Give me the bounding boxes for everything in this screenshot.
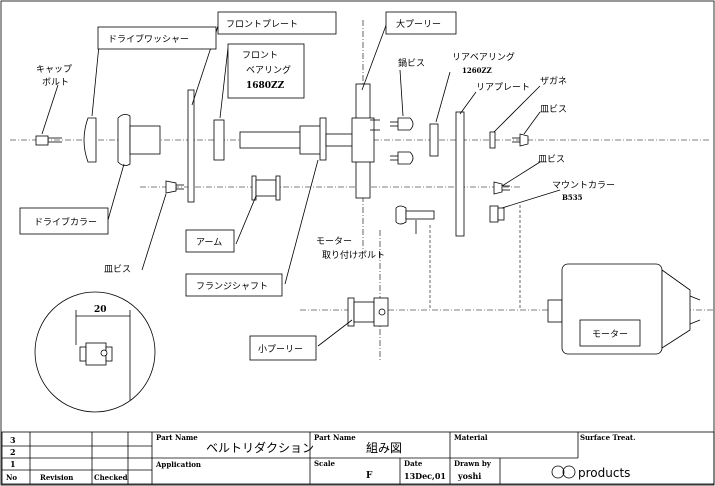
mount-collar-label-2: B535 <box>562 193 583 202</box>
leader-lines <box>41 19 561 347</box>
countersunk-label-2: 皿ビス <box>538 154 565 165</box>
no-label: No <box>6 473 17 482</box>
part-name-value-2: 組み図 <box>366 441 402 455</box>
surface-treat-label: Surface Treat. <box>580 433 636 442</box>
pan-screw-part-lower <box>390 151 414 165</box>
logo: products <box>551 465 630 480</box>
pan-screw-label: 鍋ビス <box>398 57 425 69</box>
rear-bearing-label-2: 1260ZZ <box>462 66 492 75</box>
rear-bearing-label-1: リアベアリング <box>452 51 515 63</box>
mount-collar-label-1: マウントカラー <box>552 180 615 191</box>
drive-washer-part <box>83 117 97 163</box>
cap-bolt-label-1: キャップ <box>36 64 72 75</box>
front-bearing-part <box>213 119 225 161</box>
small-pulley-callout-box <box>249 335 317 361</box>
application-label: Application <box>155 460 201 469</box>
front-plate-callout-box <box>217 11 337 35</box>
large-pulley-label: 大プーリー <box>396 18 441 30</box>
flange-shaft-callout-box <box>185 273 283 297</box>
logo-circle-icon <box>562 465 576 479</box>
logo-text: products <box>578 466 630 480</box>
countersunk-screw-part-left <box>165 180 184 194</box>
scale-value: F <box>366 471 373 481</box>
cap-bolt-label-2: ボルト <box>42 77 69 88</box>
large-pulley-part <box>351 83 380 199</box>
checked-label: Checked <box>94 473 128 482</box>
scale-label: Scale <box>314 459 336 468</box>
revision-number-2: 2 <box>10 447 16 457</box>
drawn-by-value: yoshi <box>457 471 481 481</box>
motor-label: モーター <box>592 329 628 340</box>
rear-bearing-part <box>429 123 439 157</box>
flange-shaft-label: フランジシャフト <box>196 281 268 292</box>
mount-collar-part <box>489 205 505 223</box>
countersunk-label-3: 皿ビス <box>104 264 131 275</box>
front-bearing-label-2: ベアリング <box>246 64 291 76</box>
material-label: Material <box>454 433 488 442</box>
front-bearing-callout-box <box>227 43 305 99</box>
countersunk-label-1: 皿ビス <box>540 104 567 115</box>
front-plate-label: フロントプレート <box>226 19 298 30</box>
part-name-label-1: Part Name <box>156 433 198 442</box>
motor-bolt-part <box>395 205 435 225</box>
front-plate-part <box>187 89 195 203</box>
motor-bolt-label-2: 取り付けボルト <box>322 250 385 261</box>
revision-number-3: 3 <box>10 435 16 445</box>
front-bearing-label-3: 1680ZZ <box>246 81 285 91</box>
drive-collar-callout-box <box>19 207 109 235</box>
rear-plate-part <box>455 111 465 237</box>
pan-screw-part-upper <box>390 117 414 131</box>
washer-label: ザガネ <box>540 76 567 87</box>
revision-number-1: 1 <box>10 459 16 469</box>
drive-washer-callout-box <box>97 26 217 50</box>
detail-view <box>34 291 156 413</box>
cap-bolt-part <box>35 135 62 146</box>
part-name-value-1: ベルトリダクション <box>206 440 314 455</box>
drive-collar-label: ドライブカラー <box>34 216 97 228</box>
date-label: Date <box>404 459 423 468</box>
drive-washer-label: ドライブワッシャー <box>108 33 189 45</box>
flange-shaft-part <box>239 117 357 161</box>
arm-callout-box <box>185 229 235 253</box>
part-name-label-2: Part Name <box>314 433 356 442</box>
logo-circle-icon <box>551 465 565 479</box>
motor-callout-box <box>579 319 641 347</box>
small-pulley-label: 小プーリー <box>258 344 303 355</box>
arm-part <box>251 175 281 201</box>
small-pulley-part <box>347 297 389 327</box>
detail-dimension-label: 20 <box>94 305 107 315</box>
date-value: 13Dec,01 <box>404 471 446 481</box>
title-block <box>1 431 715 485</box>
large-pulley-callout-box <box>385 11 457 35</box>
arm-label: アーム <box>196 237 222 248</box>
drive-collar-part <box>117 114 161 166</box>
washer-part <box>489 131 496 149</box>
rear-plate-label: リアプレート <box>476 82 530 93</box>
front-bearing-label-1: フロント <box>242 51 278 61</box>
drawn-by-label: Drawn by <box>454 459 492 468</box>
revision-label: Revision <box>40 473 73 482</box>
countersunk-screw-part-mount <box>493 181 510 195</box>
motor-bolt-label-1: モーター <box>316 236 352 247</box>
countersunk-screw-part-right <box>512 133 529 147</box>
